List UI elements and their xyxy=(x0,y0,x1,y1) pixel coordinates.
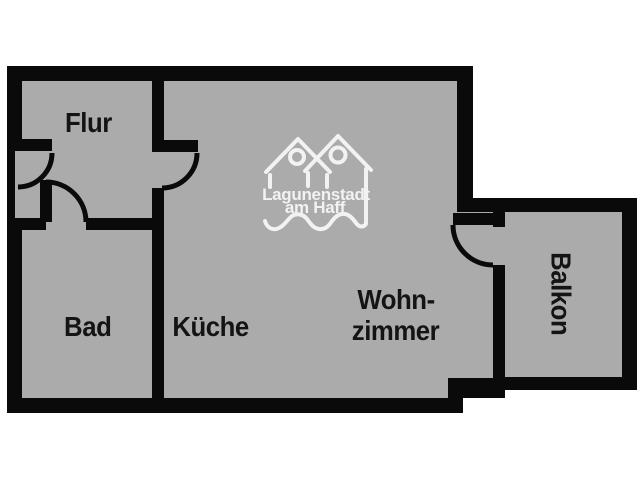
entrance-door-leaf xyxy=(15,139,52,151)
wall-divider-kueche xyxy=(152,188,164,398)
kueche-door-leaf xyxy=(152,140,198,152)
room-label-wohnzimmer: Wohn- zimmer xyxy=(326,284,466,346)
room-label-wohnzimmer-line2: zimmer xyxy=(352,315,440,346)
room-label-kueche: Küche xyxy=(151,312,271,341)
bad-door-leaf xyxy=(40,180,52,222)
wall-flur-right-upper xyxy=(152,81,164,140)
balcony-door-threshold xyxy=(490,225,506,267)
wall-left-entrance-thin xyxy=(7,151,15,218)
balcony-door-swing-arc xyxy=(450,224,494,268)
logo-text-line2: am Haff xyxy=(285,198,346,217)
wall-balcony-bottom xyxy=(505,377,637,390)
kueche-door-swing-arc xyxy=(161,152,200,191)
wall-balcony-left-lower xyxy=(493,265,505,390)
wall-flur-bad-right xyxy=(86,218,164,230)
logo-text-line1: Lagunenstadt xyxy=(262,185,370,204)
room-label-flur-text: Flur xyxy=(64,107,112,138)
wall-top xyxy=(7,66,473,81)
logo-right-house-roof xyxy=(303,134,373,173)
room-label-bad-text: Bad xyxy=(64,311,112,342)
room-label-bad: Bad xyxy=(38,312,138,341)
wall-balcony-right xyxy=(622,198,637,390)
logo-left-house-roof xyxy=(264,137,332,174)
wall-balcony-left-upper xyxy=(493,212,505,227)
wall-flur-bad-left xyxy=(7,218,46,230)
logo-waves xyxy=(263,167,368,232)
wall-balcony-top xyxy=(473,198,637,212)
logo-right-house-window xyxy=(328,145,348,165)
bad-door-swing-arc xyxy=(45,179,89,223)
wall-left-upper xyxy=(7,66,22,151)
wall-left-lower xyxy=(7,218,22,413)
balcony-door-leaf xyxy=(453,213,493,225)
wall-right-main xyxy=(457,66,473,212)
apartment-floor xyxy=(15,81,493,398)
room-label-wohnzimmer-line1: Wohn- xyxy=(357,284,435,315)
logo-left-house-window xyxy=(288,148,306,166)
room-label-kueche-text: Küche xyxy=(172,311,250,342)
balcony-floor xyxy=(505,212,622,377)
logo-two-houses-waves-icon: Lagunenstadt am Haff xyxy=(262,134,373,232)
room-label-flur: Flur xyxy=(38,108,138,137)
room-label-balkon-text: Balkon xyxy=(545,251,577,336)
entrance-door-swing-arc xyxy=(17,152,55,190)
wall-bottom xyxy=(7,398,463,413)
room-label-balkon: Balkon xyxy=(545,234,577,354)
wall-bottom-step xyxy=(448,378,505,398)
